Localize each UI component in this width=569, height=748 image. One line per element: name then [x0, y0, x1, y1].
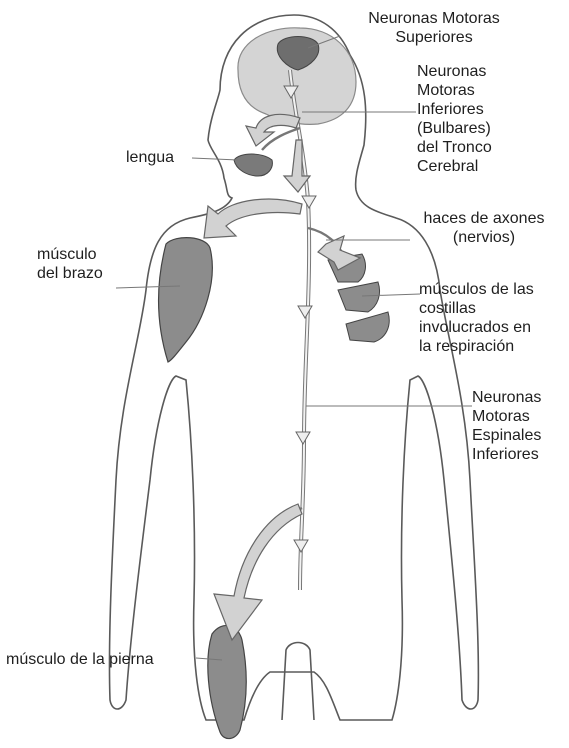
- leg-muscle-shape: [208, 625, 246, 738]
- label-spinal-lower-motor-neurons: Neuronas Motoras Espinales Inferiores: [472, 388, 564, 464]
- tongue-shape: [234, 154, 272, 176]
- label-tongue: lengua: [126, 148, 196, 167]
- pathway-marker-3: [298, 306, 312, 318]
- leg-gap-outline: [282, 643, 314, 721]
- label-leg-muscle: músculo de la pierna: [6, 650, 206, 669]
- arm-muscle-shape: [159, 238, 213, 362]
- label-lower-motor-neurons-bulbar: Neuronas Motoras Inferiores (Bulbares) d…: [417, 62, 547, 176]
- leader-tongue: [192, 158, 238, 160]
- rib-muscle-2: [338, 282, 380, 312]
- arrow-to-leg: [214, 504, 302, 640]
- label-upper-motor-neurons: Neuronas Motoras Superiores: [339, 9, 529, 47]
- label-axon-bundles: haces de axones (nervios): [404, 209, 564, 247]
- label-rib-muscles: músculos de las costillas involucrados e…: [419, 280, 567, 356]
- nerve-to-tongue: [262, 128, 300, 150]
- rib-muscle-3: [346, 312, 389, 342]
- arrow-to-arm: [204, 199, 302, 238]
- label-arm-muscle: músculo del brazo: [37, 245, 127, 283]
- pathway-marker-4: [296, 432, 310, 444]
- pathway-marker-5: [294, 540, 308, 552]
- pathway-marker-2: [302, 196, 316, 208]
